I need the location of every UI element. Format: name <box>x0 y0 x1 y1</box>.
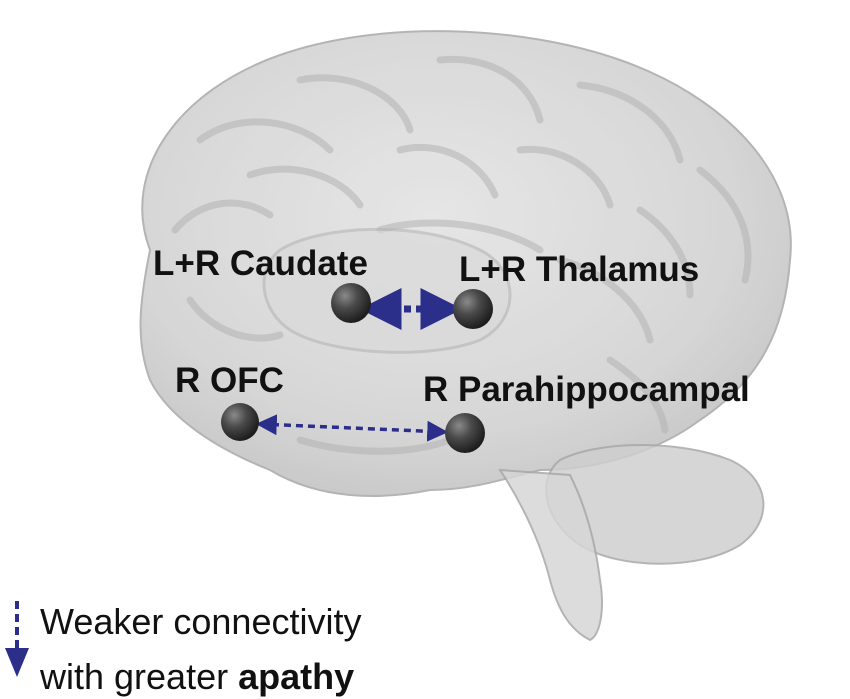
legend-line1: Weaker connectivity <box>40 601 361 642</box>
ofc-node <box>221 403 259 441</box>
brain-silhouette <box>139 30 792 642</box>
legend-line2-bold: apathy <box>238 656 354 697</box>
parahippocampal-label: R Parahippocampal <box>423 370 750 409</box>
legend-line2-prefix: with greater <box>39 656 238 697</box>
caudate-node <box>331 283 371 323</box>
thalamus-node <box>453 289 493 329</box>
caudate-label: L+R Caudate <box>153 244 368 283</box>
ofc-label: R OFC <box>175 361 284 400</box>
thalamus-label: L+R Thalamus <box>459 250 699 289</box>
parahippocampal-node <box>445 413 485 453</box>
legend-line2: with greater apathy <box>39 656 354 697</box>
legend: Weaker connectivity with greater apathy <box>5 601 361 697</box>
brainstem-shape <box>498 468 603 642</box>
ofc-parahippocampal-connection <box>255 414 449 442</box>
cortical-folds <box>171 55 752 455</box>
legend-arrowhead-icon <box>5 648 29 677</box>
